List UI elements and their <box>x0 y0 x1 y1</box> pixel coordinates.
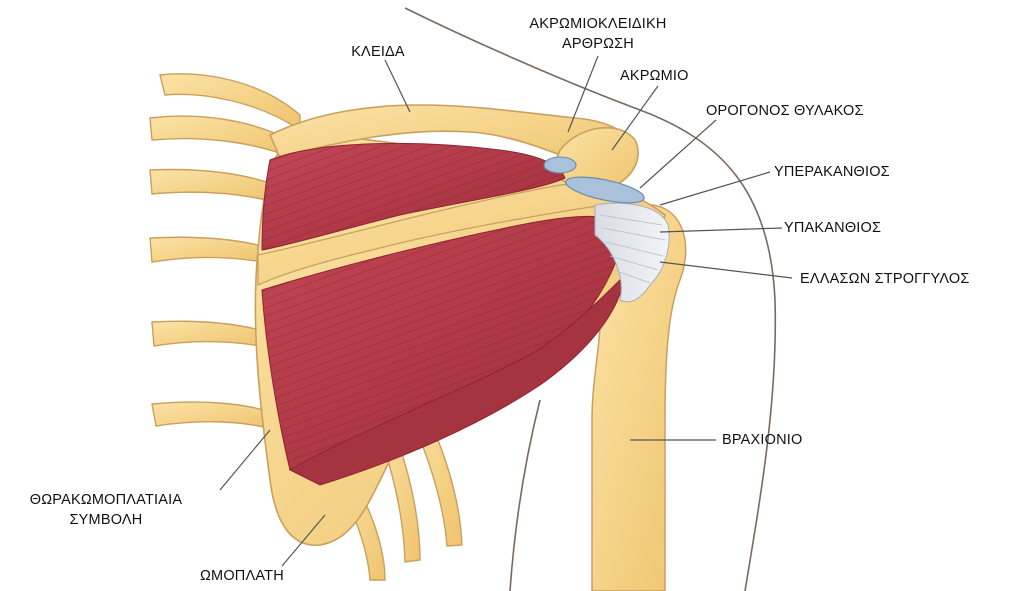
label-ac-joint-line2: ΑΡΘΡΩΣΗ <box>508 36 688 53</box>
label-acromion: ΑΚΡΩΜΙΟ <box>620 68 689 85</box>
label-humerus: ΒΡΑΧΙΟΝΙΟ <box>722 432 803 449</box>
leader-supraspinatus <box>660 172 770 205</box>
leader-scapulothoracic <box>220 430 270 490</box>
label-ac-joint-line1: ΑΚΡΩΜΙΟΚΛΕΙΔΙΚΗ <box>508 16 688 33</box>
label-clavicle: ΚΛΕΙΔΑ <box>318 44 438 61</box>
leader-clavicle <box>385 60 410 112</box>
label-supraspinatus: ΥΠΕΡΑΚΑΝΘΙΟΣ <box>774 164 890 181</box>
label-scapulothoracic-line2: ΣΥΜΒΟΛΗ <box>0 512 212 529</box>
rib-3 <box>150 170 275 202</box>
torso-outline <box>510 400 540 591</box>
rib-5 <box>152 321 260 346</box>
ac-joint-capsule <box>544 157 576 173</box>
rib-4 <box>150 237 262 262</box>
label-infraspinatus: ΥΠΑΚΑΝΘΙΟΣ <box>784 220 881 237</box>
label-scapulothoracic-line1: ΘΩΡΑΚΩΜΟΠΛΑΤΙΑΙΑ <box>0 492 212 509</box>
leader-bursa <box>640 120 716 188</box>
label-scapula: ΩΜΟΠΛΑΤΗ <box>200 568 284 585</box>
rib-6 <box>152 402 270 428</box>
label-bursa: ΟΡΟΓΟΝΟΣ ΘΥΛΑΚΟΣ <box>706 103 864 120</box>
label-teres-minor: ΕΛΛΑΣΩΝ ΣΤΡΟΓΓΥΛΟΣ <box>800 271 970 288</box>
rib-2 <box>150 116 290 156</box>
